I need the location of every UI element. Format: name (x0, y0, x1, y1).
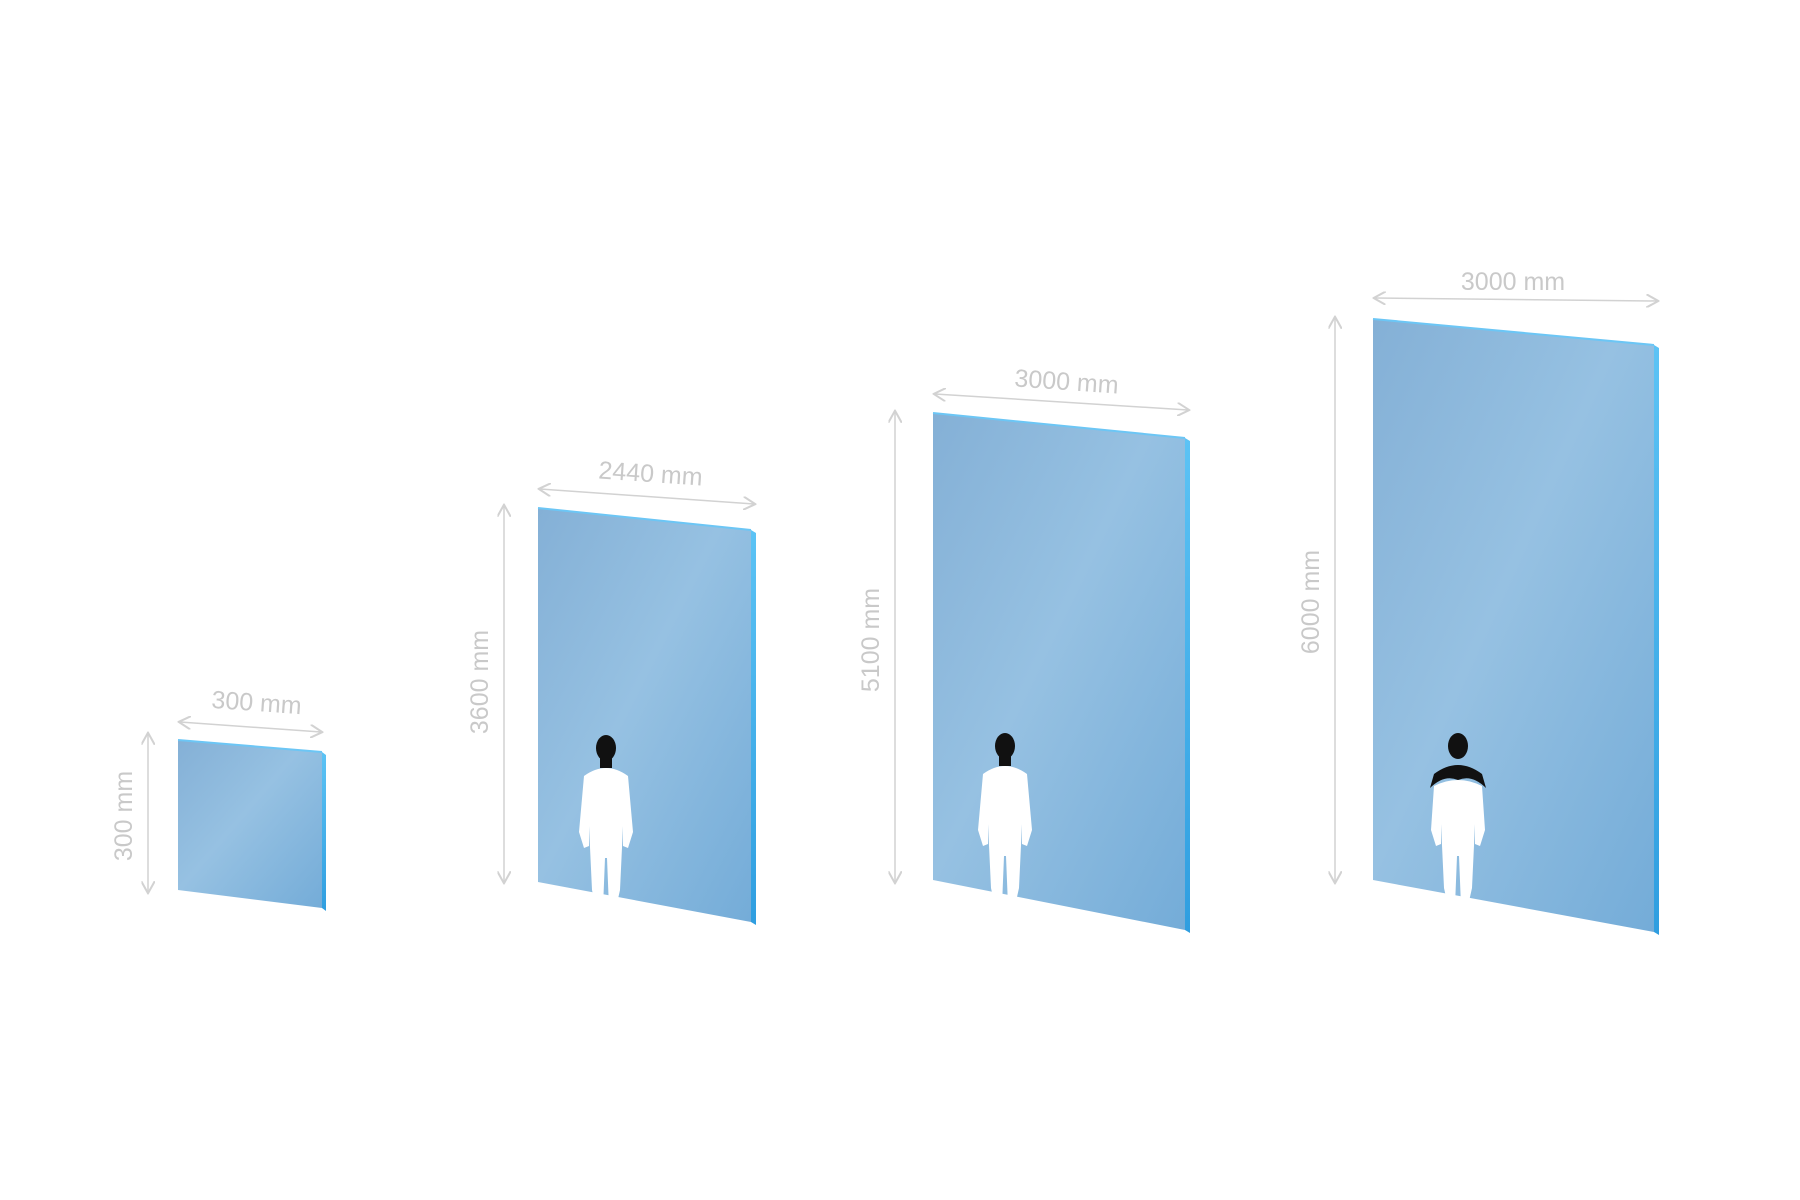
glass-edge (1654, 345, 1659, 935)
person-head (995, 733, 1015, 759)
glass-edge (322, 752, 326, 911)
person-silhouette (978, 733, 1032, 906)
width-dimension-arrow (180, 722, 321, 732)
person-body (579, 768, 633, 908)
panel-300x300: 300 mm 300 mm (110, 686, 326, 911)
width-label: 3000 mm (1014, 364, 1120, 399)
person-head (596, 735, 616, 761)
width-label: 3000 mm (1461, 268, 1565, 296)
width-dimension-arrow (540, 489, 754, 504)
person-silhouette (1430, 733, 1486, 906)
person-head (1448, 733, 1468, 759)
glass-panel (538, 508, 751, 922)
glass-edge (751, 530, 756, 925)
glass-edge (1185, 438, 1190, 933)
width-dimension-arrow (935, 394, 1188, 410)
person-silhouette (579, 735, 633, 908)
height-label: 3600 mm (466, 630, 494, 734)
height-label: 5100 mm (857, 588, 885, 692)
height-label: 300 mm (110, 771, 138, 861)
glass-panel (933, 413, 1185, 930)
panel-2440x3600: 2440 mm 3600 mm (466, 456, 756, 925)
person-shoulders (1430, 765, 1486, 788)
panel-3000x5100: 3000 mm 5100 mm (857, 364, 1190, 933)
person-body (978, 766, 1032, 906)
person-body (1431, 780, 1485, 906)
width-label: 300 mm (211, 686, 303, 720)
glass-panel (178, 740, 322, 908)
width-label: 2440 mm (598, 456, 704, 491)
height-label: 6000 mm (1297, 550, 1325, 654)
glass-panel (1373, 319, 1654, 932)
panel-3000x6000: 3000 mm 6000 mm (1297, 268, 1659, 935)
width-dimension-arrow (1375, 298, 1657, 301)
